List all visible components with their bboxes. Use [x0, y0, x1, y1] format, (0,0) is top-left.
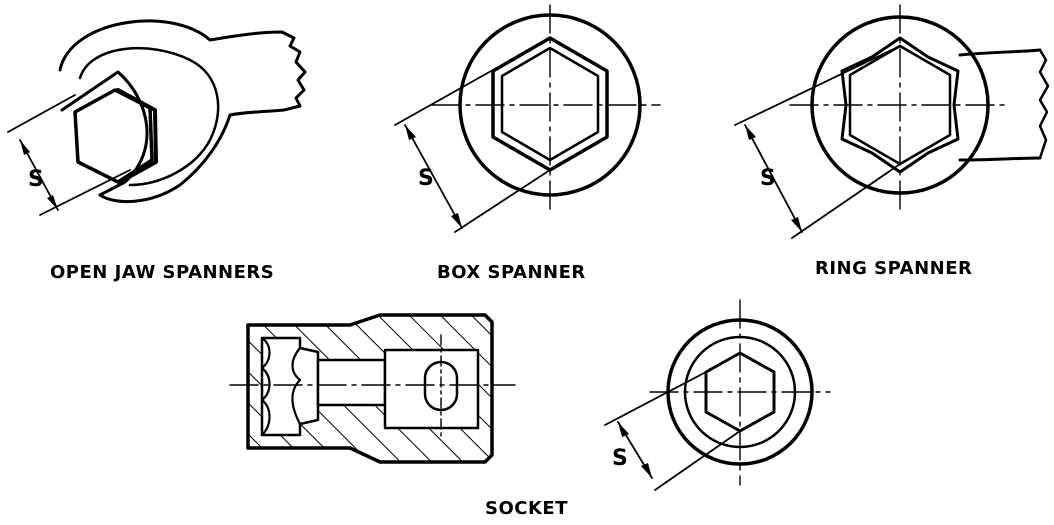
box-spanner-dim-arrow-top	[405, 125, 416, 140]
socket-end-view: S	[604, 299, 831, 491]
ring-spanner-handle-end	[1038, 48, 1050, 160]
open-jaw-ext-line-bottom	[39, 169, 131, 216]
caption-box-spanner: BOX SPANNER	[437, 262, 586, 283]
socket-end-dim-label: S	[612, 446, 628, 471]
ring-spanner-dim-label: S	[760, 166, 776, 191]
box-spanner-dim-arrow-bottom	[451, 213, 462, 228]
open-jaw-inner-curve	[78, 46, 220, 187]
ring-spanner-ext-line-top	[734, 45, 901, 126]
open-jaw-dim-label: S	[28, 167, 44, 192]
socket-end-dim-arrow-top	[618, 422, 629, 437]
caption-ring-spanner: RING SPANNER	[815, 258, 973, 279]
box-spanner-dim-line	[404, 124, 463, 229]
open-jaw-head-outline	[58, 19, 307, 204]
ring-spanner-dim-arrow-bottom	[791, 217, 802, 232]
socket-section-neck	[316, 358, 387, 407]
box-spanner: S	[394, 4, 661, 233]
ring-spanner-dim-arrow-top	[745, 125, 756, 140]
socket-end-dim-arrow-bottom	[641, 463, 652, 478]
open-jaw-spanner: S	[7, 19, 307, 216]
ring-spanner-ext-line-bottom	[791, 163, 901, 239]
socket-end-ext-line-bottom	[654, 430, 741, 491]
box-spanner-ext-line-top	[394, 37, 551, 126]
socket-section-teeth-right	[291, 346, 302, 426]
socket-section	[229, 313, 516, 464]
open-jaw-dim-arrow-top	[20, 140, 30, 155]
ring-spanner: S	[734, 4, 1050, 239]
open-jaw-hex-shading	[116, 88, 158, 184]
caption-open-jaw-spanners: OPEN JAW SPANNERS	[50, 262, 275, 283]
caption-socket: SOCKET	[485, 498, 568, 519]
box-spanner-ext-line-bottom	[454, 169, 551, 233]
socket-section-teeth	[260, 336, 271, 437]
open-jaw-ext-line-top	[7, 94, 76, 133]
open-jaw-dim-arrow-bottom	[47, 195, 58, 210]
ring-spanner-dim-line	[744, 124, 803, 233]
socket-end-ext-line-top	[604, 371, 707, 426]
socket-section-outline	[246, 313, 494, 464]
open-jaw-hex-nut	[73, 88, 154, 184]
socket-section-cavity-left	[260, 336, 320, 437]
box-spanner-dim-label: S	[418, 166, 434, 191]
